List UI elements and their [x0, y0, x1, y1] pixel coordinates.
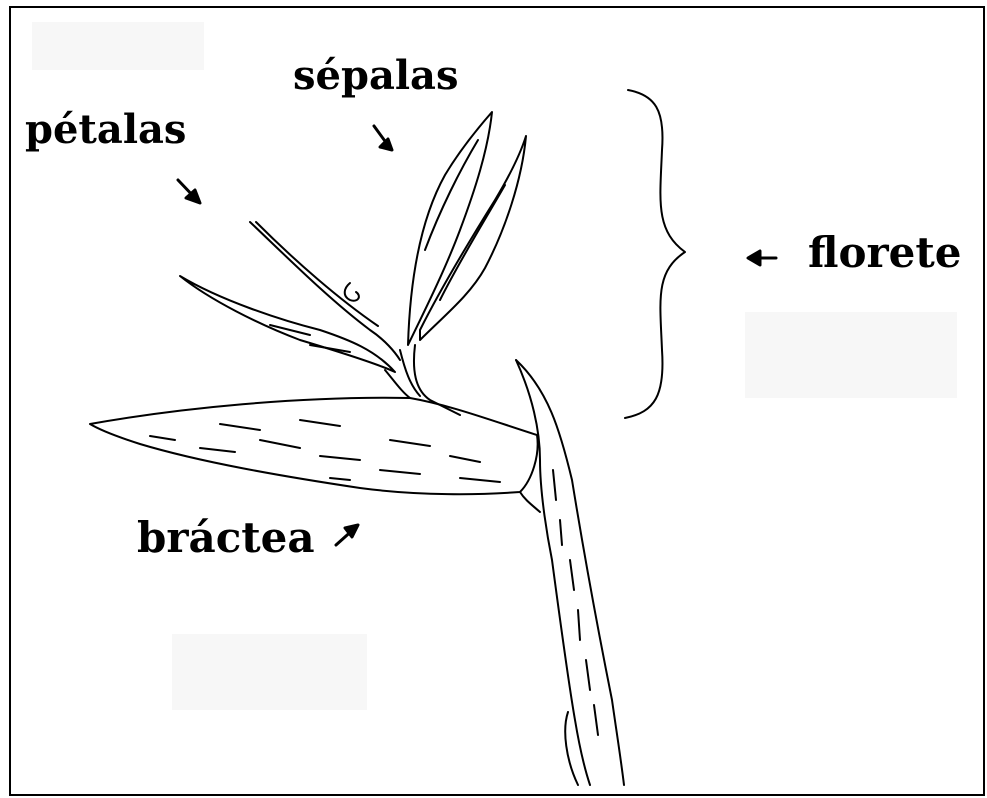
floret-brace: [625, 90, 685, 418]
sepals-drawing: [408, 112, 526, 415]
arrow-sepals: [374, 126, 392, 150]
petals-drawing: [180, 222, 420, 398]
petals-label: pétalas: [25, 110, 186, 150]
arrow-bractea: [336, 525, 358, 545]
bract-drawing: [90, 398, 540, 512]
arrow-petals: [178, 180, 200, 203]
bract-label: bráctea: [137, 517, 315, 559]
arrow-florete: [748, 251, 776, 265]
floret-label: florete: [808, 232, 962, 274]
sepals-label: sépalas: [293, 56, 459, 96]
stem-drawing: [516, 360, 624, 785]
